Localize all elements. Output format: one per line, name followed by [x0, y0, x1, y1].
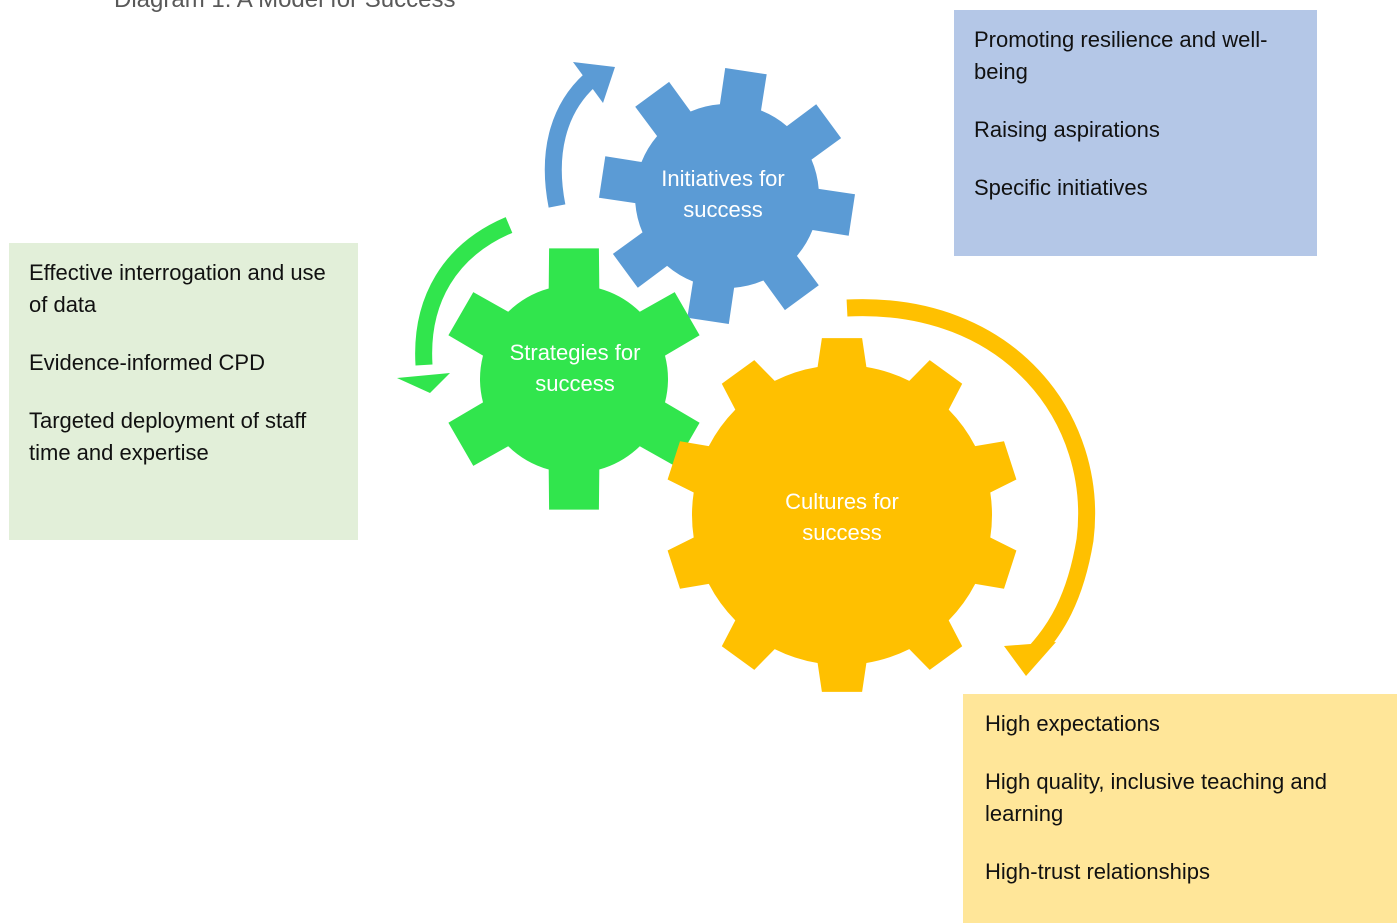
green-arrow [415, 217, 513, 366]
blue-arrow [544, 73, 596, 208]
cultures-item: High-trust relationships [985, 859, 1210, 884]
initiatives-panel: Promoting resilience and well-being Rais… [954, 10, 1317, 256]
strategies-gear [448, 248, 700, 510]
cultures-gear [667, 338, 1017, 692]
initiatives-gear [599, 68, 855, 324]
cultures-gear-label: Cultures for success [785, 489, 899, 545]
green-arrow-head [397, 373, 450, 393]
cultures-panel: High expectations High quality, inclusiv… [963, 694, 1397, 923]
strategies-item: Effective interrogation and use of data [29, 260, 326, 317]
diagram-caption: Diagram 1: A Model for Success [114, 0, 455, 14]
blue-arrow-head [573, 62, 615, 103]
yellow-arrow [846, 299, 1095, 658]
cultures-item: High expectations [985, 711, 1160, 736]
initiatives-item: Specific initiatives [974, 175, 1148, 200]
strategies-item: Targeted deployment of staff time and ex… [29, 408, 307, 465]
initiatives-item: Raising aspirations [974, 117, 1160, 142]
initiatives-gear-label: Initiatives for success [661, 166, 785, 222]
yellow-arrow-head [1004, 642, 1056, 676]
strategies-panel: Effective interrogation and use of data … [9, 243, 358, 540]
strategies-item: Evidence-informed CPD [29, 350, 265, 375]
strategies-gear-label: Strategies for success [509, 340, 641, 396]
cultures-item: High quality, inclusive teaching and lea… [985, 769, 1328, 826]
initiatives-item: Promoting resilience and well-being [974, 27, 1268, 84]
